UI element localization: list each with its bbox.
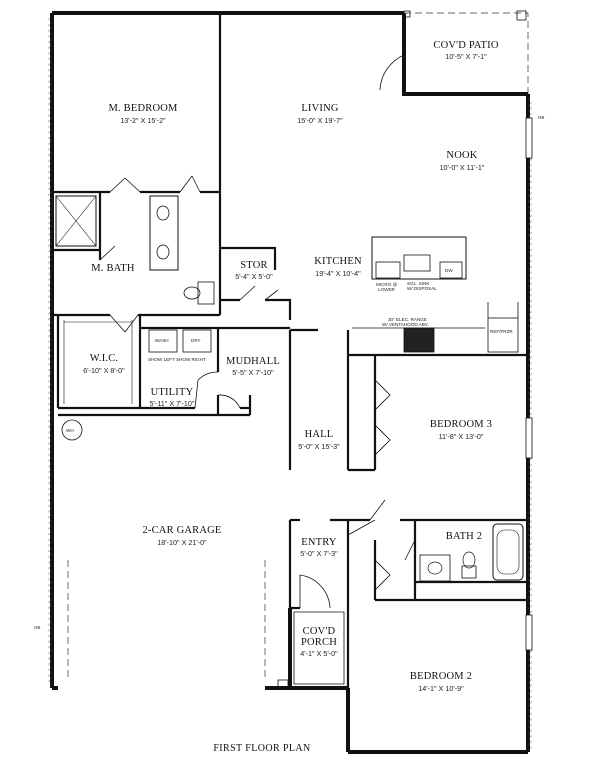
kitchen-dim: 19'-4" X 10'-4": [315, 269, 361, 278]
micro-note-2: LOWER: [378, 287, 396, 292]
wic-shelves: [63, 320, 133, 404]
covd-porch-dim: 4'-1" X 5'-0": [300, 649, 338, 658]
shower: [55, 195, 97, 247]
covd-porch-name-1: COV'D: [303, 626, 336, 637]
living-name: LIVING: [301, 103, 339, 114]
sink-note-2: W/ DISPOSAL: [407, 286, 437, 291]
hb-marker-left: HB: [34, 625, 40, 630]
entry-dim: 5'-0" X 7'-3": [300, 549, 338, 558]
hb-marker-right: HB: [538, 115, 544, 120]
shelf-note: SHOW LEFT SHOW RIGHT: [148, 357, 206, 362]
garage-name: 2-CAR GARAGE: [142, 525, 221, 536]
nook-dim: 10'-0" X 11'-1": [440, 163, 485, 172]
hall-dim: 5'-0" X 15'-3": [298, 442, 340, 451]
covd-patio-outline: [379, 10, 529, 94]
living-dim: 15'-0" X 19'-7": [297, 116, 343, 125]
washer-dryer: WASH DRY SHOW LEFT SHOW RIGHT: [148, 329, 212, 362]
master-toilet: [183, 281, 215, 305]
kitchen-island: DW SGL. SINK W/ DISPOSAL MICRO @ LOWER: [371, 236, 467, 292]
range-note-2: W/ VENTAHOOD ABV.: [382, 322, 429, 327]
dishwasher-label: DW: [445, 268, 453, 273]
left-wall-hatch: [48, 18, 52, 686]
wic-name: W.I.C.: [90, 353, 119, 364]
mudhall-dim: 5'-5" X 7'-10": [232, 368, 274, 377]
entry-name: ENTRY: [301, 537, 337, 548]
bath2-name: BATH 2: [446, 531, 483, 542]
covd-porch-outline: [277, 611, 345, 689]
covd-patio-dim: 10'-5" X 7'-1": [445, 52, 487, 61]
master-bedroom-name: M. BEDROOM: [108, 103, 178, 114]
wic-dim: 6'-10" X 8'-0": [83, 366, 125, 375]
water-heater: WH: [61, 419, 83, 441]
windows: [525, 117, 533, 651]
bath2-fixtures: [419, 523, 524, 582]
bedroom2-dim: 14'-1" X 10'-9": [418, 684, 464, 693]
water-heater-label: WH: [66, 428, 74, 433]
bedroom3-name: BEDROOM 3: [430, 419, 492, 430]
micro-note-1: MICRO @: [376, 282, 398, 287]
room-labels: COV'D PATIO 10'-5" X 7'-1" M. BEDROOM 13…: [83, 40, 498, 693]
plan-title: FIRST FLOOR PLAN: [213, 743, 310, 754]
mudhall-name: MUDHALL: [226, 356, 280, 367]
hall-name: HALL: [305, 429, 334, 440]
bedroom3-dim: 11'-8" X 13'-0": [439, 432, 484, 441]
master-bath-name: M. BATH: [91, 263, 135, 274]
dryer-label: DRY: [191, 338, 201, 343]
washer-label: WASH: [155, 338, 169, 343]
sink-note-1: SGL. SINK: [407, 281, 430, 286]
garage-dim: 18'-10" X 21'-0": [157, 538, 207, 547]
utility-dim: 5'-11" X 7'-10": [150, 399, 195, 408]
hb-markers: HB HB: [34, 115, 544, 630]
bedroom2-name: BEDROOM 2: [410, 671, 472, 682]
stor-dim: 5'-4" X 5'-0": [235, 272, 273, 281]
kitchen-counter: 30" ELEC. RANGE W/ VENTAHOOD ABV. REF/FR…: [352, 317, 519, 353]
stor-name: STOR: [240, 260, 267, 271]
refrigerator-label: REF/FRZR: [490, 329, 513, 334]
kitchen-name: KITCHEN: [314, 256, 362, 267]
range-note-1: 30" ELEC. RANGE: [388, 317, 427, 322]
garage-door-dashes: [67, 560, 266, 680]
covd-patio-name: COV'D PATIO: [433, 40, 498, 51]
nook-name: NOOK: [446, 150, 477, 161]
covd-porch-name-2: PORCH: [301, 637, 337, 648]
master-bedroom-dim: 13'-2" X 15'-2": [120, 116, 166, 125]
master-bath-vanity: [149, 195, 179, 271]
interior-walls: [52, 13, 528, 688]
utility-name: UTILITY: [151, 387, 194, 398]
doors: [99, 175, 519, 609]
